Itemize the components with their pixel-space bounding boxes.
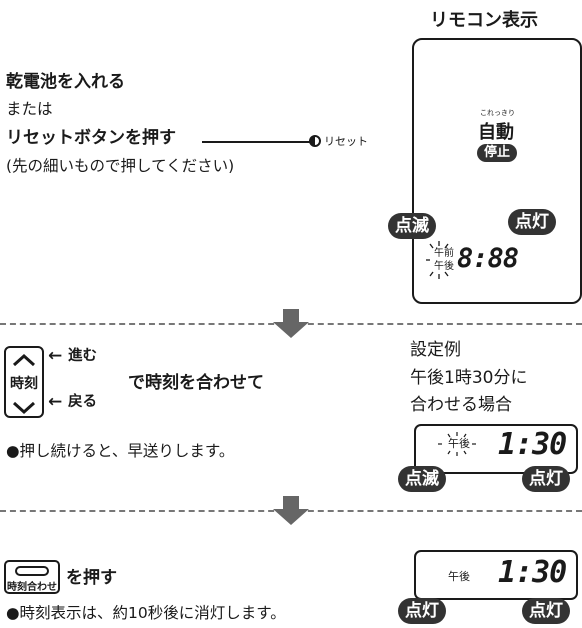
clock-set-button-slot (15, 566, 49, 576)
step2-note: ●押し続けると、早送りします。 (6, 442, 235, 460)
lit-badge-3-left: 点灯 (398, 598, 446, 624)
remote-display-panel (412, 38, 582, 304)
stop-badge: 停止 (477, 144, 518, 162)
mode-small-label: これっきり (480, 109, 515, 117)
back-label: 戻る (68, 394, 97, 410)
time-dial-label: 時刻 (10, 376, 38, 392)
down-chevron-icon[interactable] (12, 400, 36, 419)
example-line3: 合わせる場合 (410, 395, 512, 415)
down-arrow-2-stem (283, 496, 299, 510)
time-dial-button[interactable]: 時刻 (4, 346, 44, 418)
am-label: 午前 (434, 248, 454, 259)
example-display-3 (414, 550, 578, 600)
step1-insert-battery: 乾電池を入れる (6, 72, 125, 92)
reset-label: リセット (324, 135, 368, 148)
reset-leader-line (202, 141, 310, 143)
step1-or: または (6, 100, 53, 118)
reset-button-icon[interactable] (309, 135, 321, 147)
example-title: 設定例 (410, 340, 461, 360)
blink-badge: 点滅 (388, 213, 436, 239)
blink-badge-2: 点滅 (398, 466, 446, 492)
pm-label-2: 午後 (448, 437, 470, 450)
lit-badge-2: 点灯 (522, 466, 570, 492)
step1-press-reset: リセットボタンを押す (6, 128, 176, 148)
forward-arrow-icon: ← (48, 346, 63, 366)
lit-badge-3-right: 点灯 (522, 598, 570, 624)
forward-label: 進む (68, 348, 97, 364)
example-display-2 (414, 424, 578, 474)
down-arrow-1-icon (273, 322, 309, 338)
clock-set-button-label: 時刻合わせ (7, 582, 57, 593)
step3-note: ●時刻表示は、約10秒後に消灯します。 (6, 604, 286, 622)
blink-rays-icon (424, 240, 454, 280)
step3-instruction: を押す (66, 568, 117, 588)
step1-hint: (先の細いもので押してください) (6, 157, 235, 175)
clock-display-8-88: 8:88 (457, 243, 519, 274)
up-chevron-icon[interactable] (12, 352, 36, 371)
clock-display-1-30: 1:30 (498, 427, 567, 462)
down-arrow-1-stem (283, 309, 299, 323)
lit-badge: 点灯 (508, 209, 556, 235)
remote-display-header: リモコン表示 (430, 10, 538, 31)
back-arrow-icon: ← (48, 392, 63, 412)
pm-label: 午後 (434, 261, 454, 272)
clock-set-button[interactable]: 時刻合わせ (4, 560, 60, 594)
mode-auto-label: 自動 (478, 122, 514, 143)
pm-label-3: 午後 (448, 570, 470, 583)
blink-rays-2-icon (436, 432, 478, 456)
step2-instruction: で時刻を合わせて (128, 373, 264, 393)
example-line2: 午後1時30分に (410, 368, 528, 388)
down-arrow-2-icon (273, 509, 309, 525)
clock-display-1-30-lit: 1:30 (498, 555, 567, 590)
